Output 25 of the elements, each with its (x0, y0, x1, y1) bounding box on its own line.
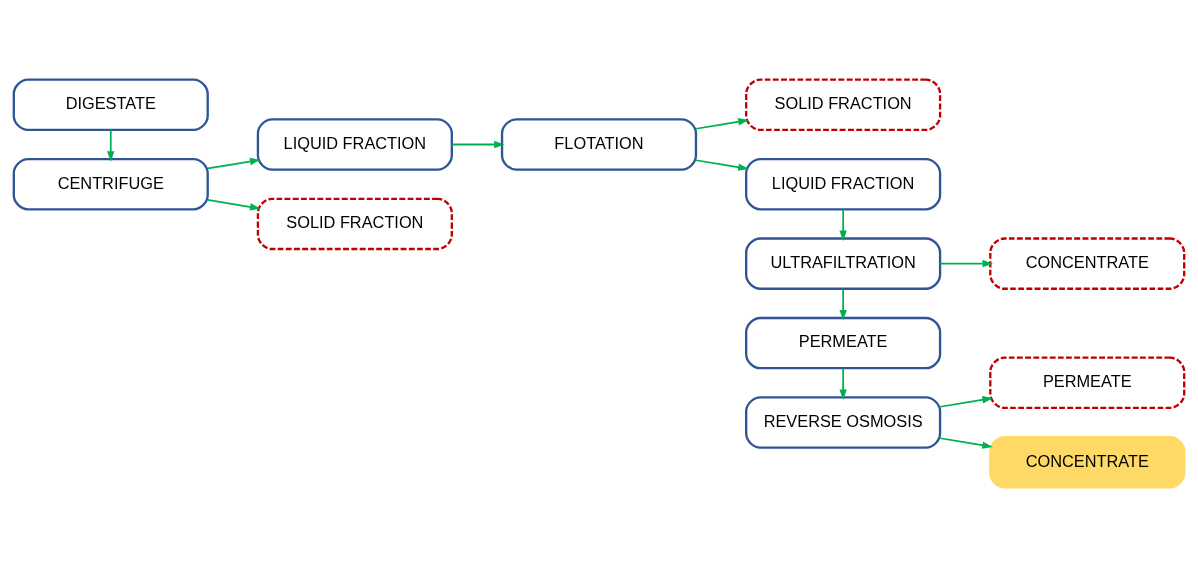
arrow (839, 367, 847, 400)
node-box: CENTRIFUGE (12, 157, 209, 211)
node-box: LIQUID FRACTION (745, 157, 942, 211)
arrow (839, 288, 847, 321)
arrow (939, 259, 993, 268)
node-box: FLOTATION (500, 118, 698, 171)
node-box: ULTRAFILTRATION (745, 237, 942, 290)
arrow (695, 159, 749, 171)
arrow (839, 208, 847, 242)
arrow (939, 437, 993, 449)
arrow (939, 396, 993, 408)
arrow (695, 118, 749, 130)
node-box: SOLID FRACTION (745, 78, 942, 132)
node-box: LIQUID FRACTION (256, 118, 453, 171)
arrow (107, 129, 115, 162)
node-box: DIGESTATE (12, 78, 209, 132)
node-box: PERMEATE (745, 316, 942, 370)
arrow (451, 140, 505, 149)
node-box: PERMEATE (989, 356, 1186, 410)
node-box: REVERSE OSMOSIS (745, 396, 942, 449)
node-box: CONCENTRATE (989, 435, 1186, 489)
arrow (206, 199, 261, 211)
arrow (206, 157, 261, 170)
node-box: CONCENTRATE (989, 237, 1186, 290)
node-box: SOLID FRACTION (256, 197, 453, 251)
